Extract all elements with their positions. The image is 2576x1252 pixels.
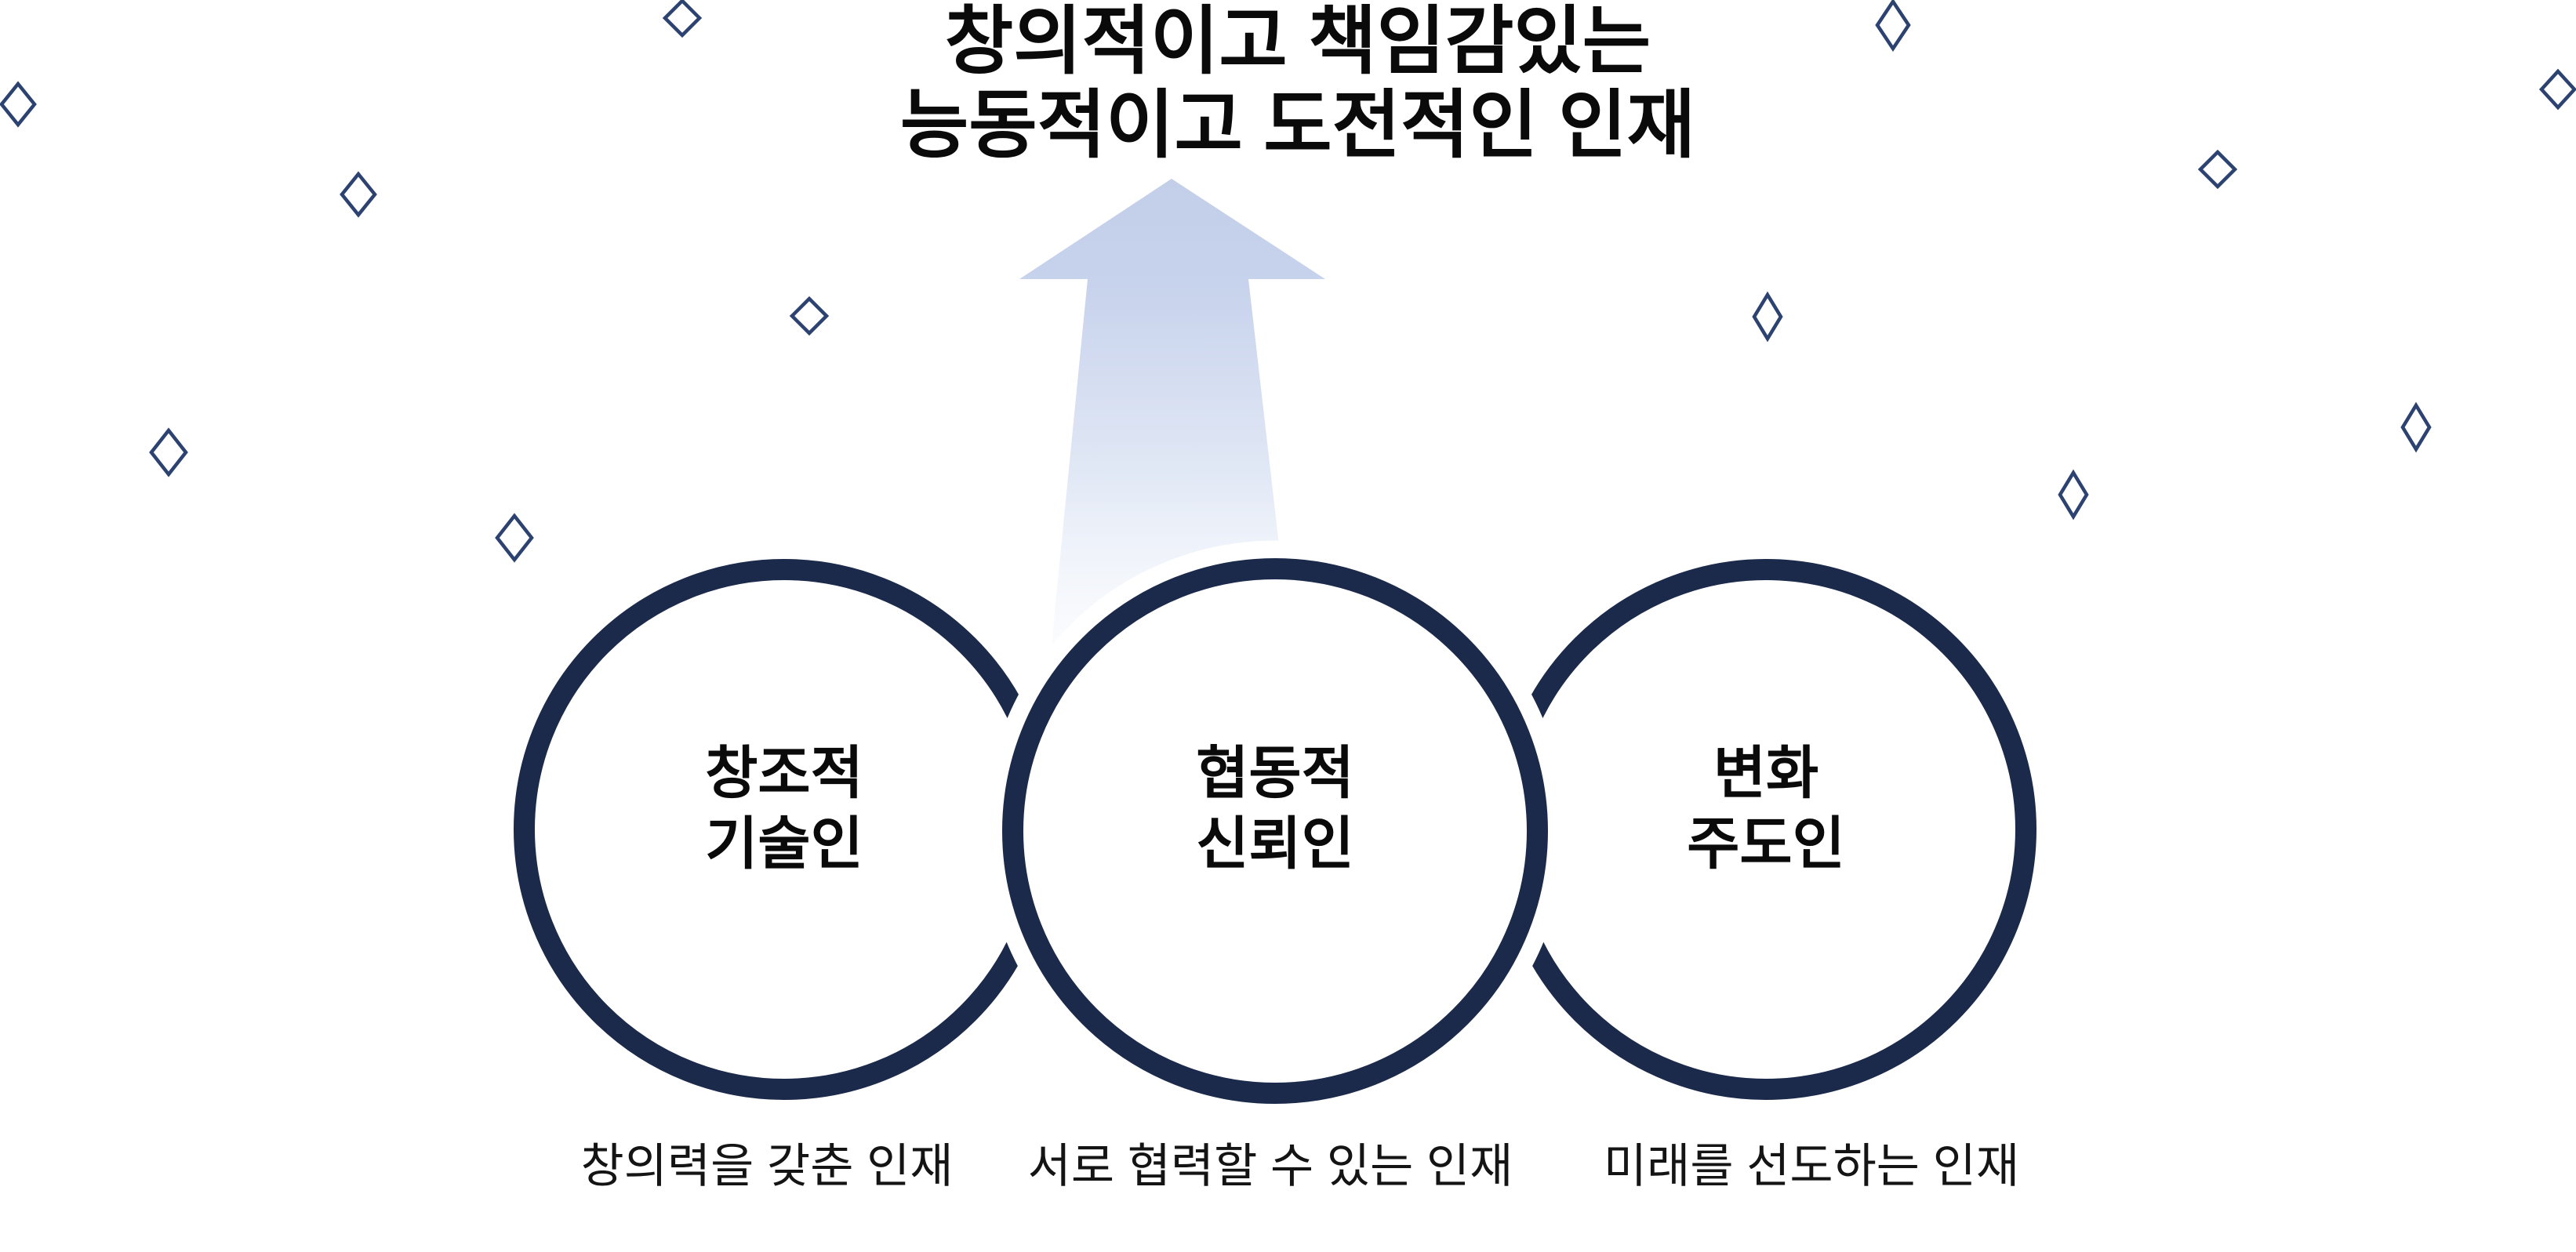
circle-label-line2: 기술인 xyxy=(705,812,863,876)
circle-label-line1: 변화 xyxy=(1713,742,1819,805)
circle-label-line1: 협동적 xyxy=(1196,742,1354,805)
diamond-icon xyxy=(2058,469,2089,521)
vision-title: 창의적이고 책임감있는 능동적이고 도전적인 인재 xyxy=(827,0,1768,168)
caption-creative-talent: 창의력을 갖춘 인재 xyxy=(580,1140,954,1192)
circle-label-change-leader: 변화 주도인 xyxy=(1531,738,2001,880)
caption-cooperative-talent: 서로 협력할 수 있는 인재 xyxy=(1027,1140,1513,1192)
diamond-icon xyxy=(1875,0,1911,53)
circle-label-cooperative-trusted: 협동적 신뢰인 xyxy=(1040,738,1510,880)
diamond-icon xyxy=(2197,149,2238,190)
circle-label-line2: 주도인 xyxy=(1687,812,1845,876)
diamond-icon xyxy=(662,0,703,38)
diamond-icon xyxy=(2400,401,2432,453)
diamond-icon xyxy=(340,171,377,218)
circle-cooperative-trusted xyxy=(1002,558,1548,1104)
vision-title-line2: 능동적이고 도전적인 인재 xyxy=(899,84,1696,167)
circle-label-line1: 창조적 xyxy=(705,742,863,805)
diamond-icon xyxy=(2538,68,2576,111)
diamond-decorations xyxy=(0,0,2576,563)
vision-title-line1: 창의적이고 책임감있는 xyxy=(944,0,1651,83)
diamond-icon xyxy=(149,427,188,477)
diamond-icon xyxy=(495,513,534,563)
caption-future-talent: 미래를 선도하는 인재 xyxy=(1603,1140,2020,1192)
diamond-icon xyxy=(1752,291,1783,343)
circle-label-creative-technician: 창조적 기술인 xyxy=(549,738,1019,880)
diamond-icon xyxy=(789,296,830,336)
diamond-icon xyxy=(0,81,37,128)
circle-label-line2: 신뢰인 xyxy=(1196,812,1354,876)
